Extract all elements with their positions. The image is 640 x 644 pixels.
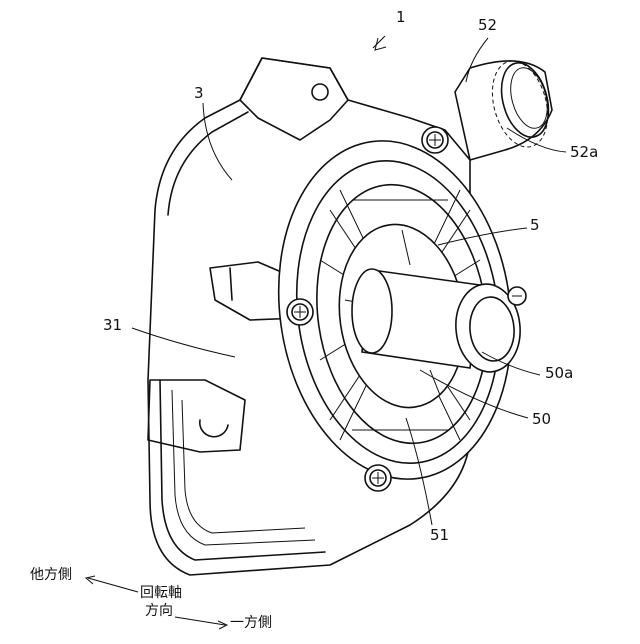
- screw-left: [287, 299, 313, 325]
- label-other-side: 他方側: [30, 568, 72, 582]
- leader-52: [466, 38, 488, 82]
- label-one-side: 一方側: [230, 616, 272, 630]
- label-inlet-pipe: 50: [532, 412, 551, 427]
- label-axis-line1: 回転軸: [140, 586, 182, 600]
- label-axis-line2: 方向: [145, 604, 173, 618]
- label-housing-part: 31: [103, 318, 122, 333]
- screw-bottom: [365, 465, 391, 491]
- arrow-other-side: [88, 578, 138, 592]
- leader-31: [132, 328, 235, 357]
- label-pump: 1: [396, 10, 406, 25]
- screw-top: [422, 127, 448, 153]
- leader-3: [203, 103, 232, 180]
- label-cover-body: 51: [430, 528, 449, 543]
- label-cover: 5: [530, 218, 540, 233]
- screw-right: [508, 287, 526, 305]
- leader-1: [373, 36, 385, 48]
- label-housing: 3: [194, 86, 204, 101]
- label-outlet-opening: 52a: [570, 145, 598, 160]
- arrow-one-side: [175, 617, 225, 625]
- label-outlet-pipe: 52: [478, 18, 497, 33]
- label-inlet-opening: 50a: [545, 366, 573, 381]
- outlet-pipe-drawing: [455, 55, 557, 160]
- leader-52a: [507, 128, 566, 152]
